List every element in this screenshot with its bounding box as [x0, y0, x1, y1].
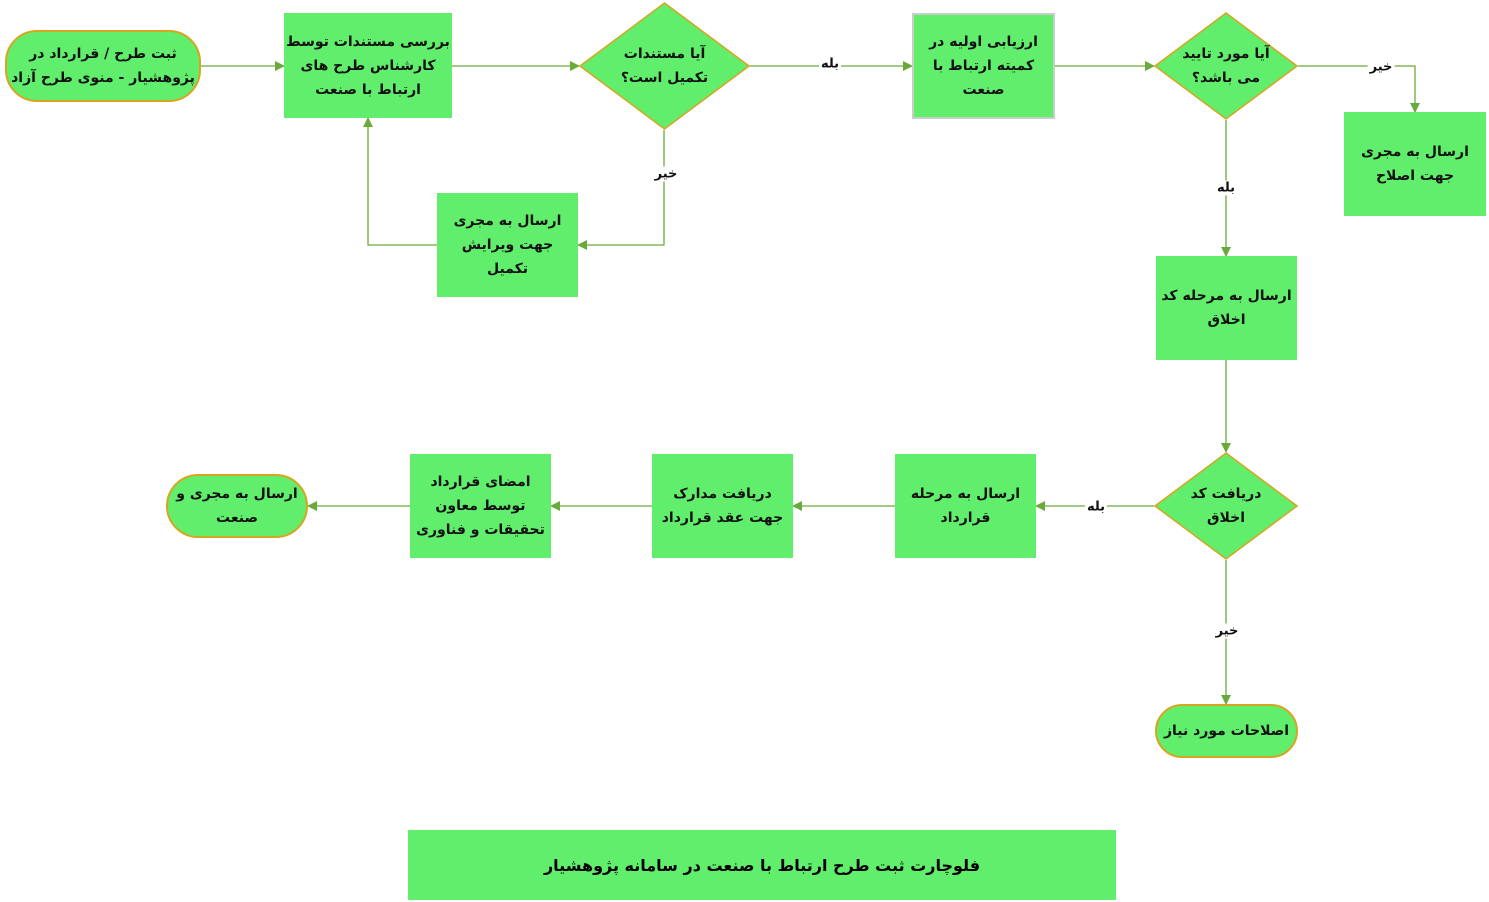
node-text: صنعت	[216, 510, 258, 526]
send-edit-box: ارسال به مجری جهت ویرایش تکمیل	[437, 193, 578, 297]
node-text: قرارداد	[940, 510, 991, 526]
label-yes: بله	[818, 56, 842, 72]
node-text: توسط معاون	[435, 498, 526, 514]
flowchart-title: فلوچارت ثبت طرح ارتباط با صنعت در سامانه…	[408, 830, 1116, 900]
node-text: اصلاحات مورد نیاز	[1163, 723, 1290, 739]
node-text: بررسی مستندات توسط	[286, 33, 450, 50]
node-text: آیا مورد تایید	[1182, 46, 1270, 62]
node-text: ارسال به مرحله کد	[1161, 288, 1292, 304]
label-yes: بله	[1214, 180, 1238, 196]
receive-docs-box: دریافت مدارک جهت عقد قرارداد	[652, 454, 793, 558]
node-text: اخلاق	[1207, 312, 1246, 328]
node-text: کمیته ارتباط با	[932, 58, 1035, 74]
node-text: تکمیل	[487, 261, 528, 277]
label-yes: بله	[1084, 499, 1108, 515]
sign-contract-box: امضای قرارداد توسط معاون تحقیقات و فناوری	[410, 454, 551, 558]
node-text: ارسال به مجری	[1361, 144, 1469, 160]
initial-eval-box: ارزیابی اولیه در کمیته ارتباط با صنعت	[912, 13, 1055, 119]
node-text: ارزیابی اولیه در	[929, 34, 1038, 50]
node-text: پژوهشیار - منوی طرح آزاد	[11, 70, 195, 86]
node-text: ارسال به مجری و	[176, 486, 298, 502]
ethics-code-decision: دریافت کد اخلاق	[1154, 452, 1298, 560]
arrow-no-edit	[577, 130, 665, 250]
label-no: خیر	[1367, 59, 1395, 75]
node-text: جهت ویرایش	[461, 237, 554, 253]
label-no: خیر	[652, 166, 680, 182]
node-text: ارسال به مرحله	[910, 486, 1021, 502]
start-terminal: ثبت طرح / قرارداد در پژوهشیار - منوی طرح …	[5, 30, 201, 102]
node-text: جهت عقد قرارداد	[661, 510, 784, 526]
node-text: ارسال به مجری	[453, 213, 562, 229]
node-text: می باشد؟	[1191, 70, 1261, 86]
fixes-terminal: اصلاحات مورد نیاز	[1155, 704, 1298, 758]
node-text: ارتباط با صنعت	[315, 81, 421, 98]
end-terminal: ارسال به مجری و صنعت	[166, 474, 308, 538]
node-text: تحقیقات و فناوری	[416, 522, 545, 538]
arrow-edit-review	[363, 117, 437, 246]
node-text: کارشناس طرح های	[300, 57, 436, 74]
review-box: بررسی مستندات توسط کارشناس طرح های ارتباط …	[284, 13, 452, 118]
send-fix-box: ارسال به مجری جهت اصلاح	[1344, 112, 1486, 216]
node-text: صنعت	[962, 82, 1005, 98]
contract-stage-box: ارسال به مرحله قرارداد	[895, 454, 1036, 558]
arrow-no-fix	[1298, 65, 1420, 113]
node-text: ثبت طرح / قرارداد در	[29, 46, 177, 62]
node-text: جهت اصلاح	[1375, 168, 1455, 184]
node-text: امضای قرارداد	[430, 474, 531, 490]
node-text: آیا مستندات	[623, 46, 706, 62]
node-text: تکمیل است؟	[620, 70, 709, 86]
node-text: دریافت مدارک	[673, 486, 772, 502]
docs-complete-decision: آیا مستندات تکمیل است؟	[579, 2, 750, 130]
node-text: اخلاق	[1206, 510, 1246, 526]
label-no: خیر	[1213, 623, 1241, 639]
node-text: دریافت کد	[1190, 486, 1262, 502]
ethics-stage-box: ارسال به مرحله کد اخلاق	[1156, 256, 1297, 360]
approved-decision: آیا مورد تایید می باشد؟	[1154, 12, 1298, 120]
